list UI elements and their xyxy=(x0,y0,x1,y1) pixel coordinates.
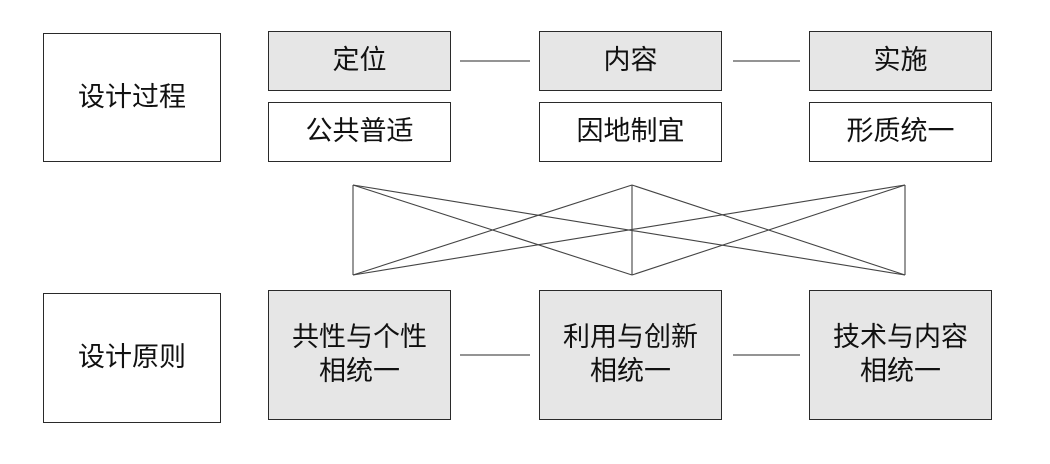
principle-3-line1: 技术与内容 xyxy=(833,322,968,353)
principle-1-line1: 共性与个性 xyxy=(292,322,427,353)
step-content-subtitle: 因地制宜 xyxy=(539,102,722,162)
principle-commonality-individuality: 共性与个性 相统一 xyxy=(268,290,451,420)
step-positioning-title-text: 定位 xyxy=(332,45,387,76)
principle-1-line2: 相统一 xyxy=(319,356,400,387)
design-principles-label-text: 设计原则 xyxy=(78,342,186,373)
cross-link-network xyxy=(352,184,906,276)
step-positioning-subtitle: 公共普适 xyxy=(268,102,451,162)
design-process-label: 设计过程 xyxy=(43,33,221,162)
step-implementation-title-text: 实施 xyxy=(873,45,928,76)
step-content-title: 内容 xyxy=(539,31,722,91)
step-content-subtitle-text: 因地制宜 xyxy=(576,116,685,147)
principle-technology-content: 技术与内容 相统一 xyxy=(809,290,992,420)
principle-2-line2: 相统一 xyxy=(590,356,671,387)
principle-utilization-innovation: 利用与创新 相统一 xyxy=(539,290,722,420)
step-implementation-title: 实施 xyxy=(809,31,992,91)
step-implementation-subtitle: 形质统一 xyxy=(809,102,992,162)
design-process-label-text: 设计过程 xyxy=(78,81,186,113)
step-content-title-text: 内容 xyxy=(603,45,658,76)
design-principles-label: 设计原则 xyxy=(43,293,221,423)
step-implementation-subtitle-text: 形质统一 xyxy=(846,116,955,147)
step-positioning-title: 定位 xyxy=(268,31,451,91)
principle-3-line2: 相统一 xyxy=(860,356,941,387)
principle-2-line1: 利用与创新 xyxy=(563,322,698,353)
step-positioning-subtitle-text: 公共普适 xyxy=(305,116,414,147)
